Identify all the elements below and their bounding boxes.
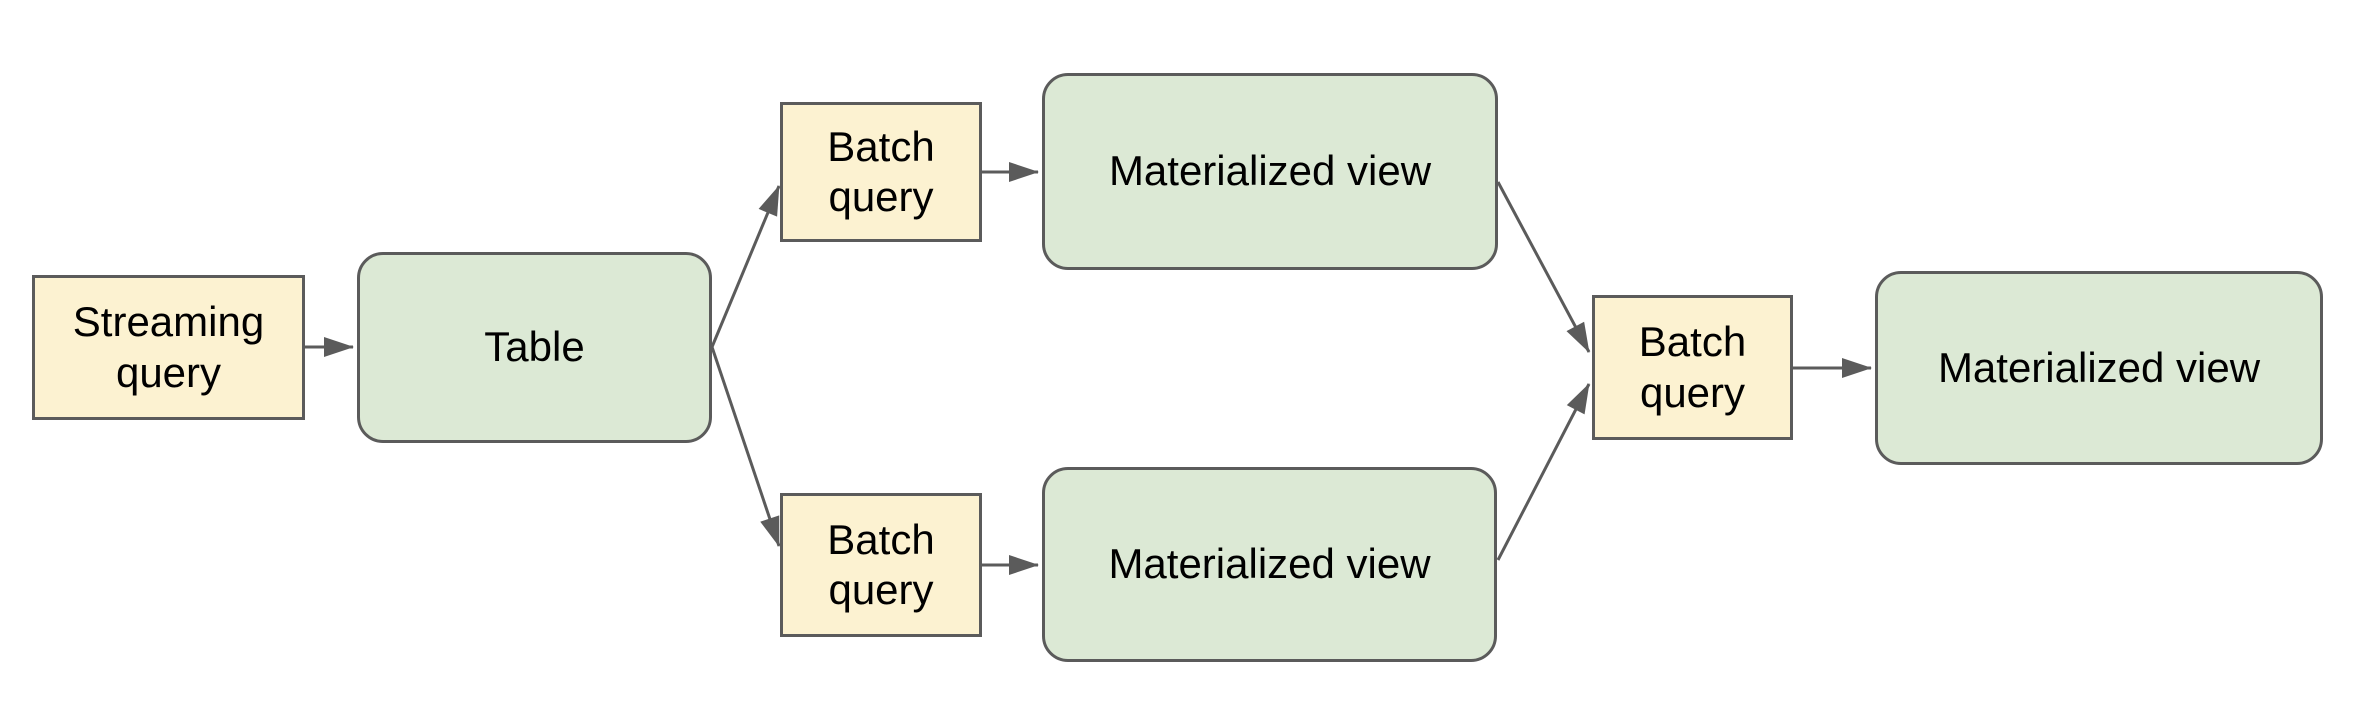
node-batch-query-right-label: Batch query bbox=[1638, 318, 1747, 416]
node-materialized-view-right: Materialized view bbox=[1875, 271, 2323, 465]
node-streaming-query-label: Streaming query bbox=[72, 298, 265, 396]
node-batch-query-top-label: Batch query bbox=[827, 122, 935, 220]
node-materialized-view-bottom: Materialized view bbox=[1042, 467, 1497, 662]
edge-mv-bottom-to-batch-query-right bbox=[1496, 383, 1591, 561]
edge-mv-top-to-batch-query-right bbox=[1496, 181, 1591, 353]
edge-table-to-batch-query-top bbox=[710, 185, 781, 348]
node-batch-query-bottom-label: Batch query bbox=[827, 515, 935, 613]
node-table-label: Table bbox=[484, 323, 585, 371]
node-materialized-view-top-label: Materialized view bbox=[1108, 147, 1432, 195]
node-materialized-view-bottom-label: Materialized view bbox=[1108, 540, 1431, 588]
node-batch-query-top: Batch query bbox=[780, 102, 982, 242]
node-batch-query-right: Batch query bbox=[1592, 295, 1793, 440]
node-table: Table bbox=[357, 252, 712, 443]
node-batch-query-bottom: Batch query bbox=[780, 493, 982, 637]
node-materialized-view-top: Materialized view bbox=[1042, 73, 1498, 270]
node-materialized-view-right-label: Materialized view bbox=[1937, 343, 2261, 391]
node-streaming-query: Streaming query bbox=[32, 275, 305, 420]
edge-table-to-batch-query-bottom bbox=[710, 346, 781, 547]
